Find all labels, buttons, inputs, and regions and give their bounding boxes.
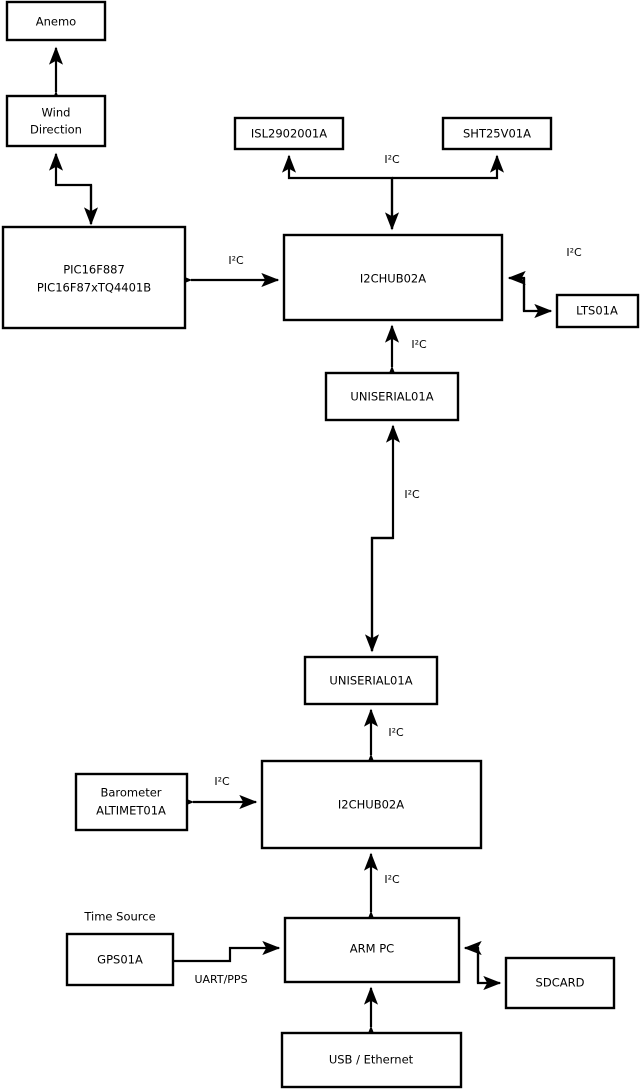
- edge-labels-layer: I²C I²C I²C I²C I²C I²C I²C I²C UART/PPS: [194, 153, 582, 986]
- edge-label-hub-lts: I²C: [566, 246, 582, 259]
- edge-armpc-to-sdcard: [476, 948, 502, 991]
- node-isl2902001a-label: ISL2902001A: [251, 127, 327, 141]
- node-i2chub02a-top-label: I2CHUB02A: [360, 272, 426, 286]
- node-uniserial01a-bottom-label: UNISERIAL01A: [329, 674, 412, 688]
- node-uniserial01a-bottom[interactable]: UNISERIAL01A: [303, 655, 439, 706]
- edge-sdcard-to-armpc: [463, 940, 482, 983]
- node-gps01a[interactable]: GPS01A: [65, 932, 175, 987]
- node-wind-direction-label: Wind: [42, 106, 71, 120]
- edge-hub-to-lts: [522, 278, 553, 319]
- node-pic-label: PIC16F887: [63, 263, 125, 277]
- node-barometer-label2: ALTIMET01A: [96, 804, 166, 818]
- node-lts01a[interactable]: LTS01A: [555, 293, 640, 329]
- edge-uniserial-link-down: [364, 536, 393, 653]
- edge-label-pic-hub: I²C: [228, 254, 244, 267]
- node-anemo-label: Anemo: [36, 15, 76, 29]
- node-i2chub02a-bottom-label: I2CHUB02A: [338, 798, 404, 812]
- node-lts01a-label: LTS01A: [576, 304, 618, 318]
- edge-lts-to-hub: [507, 270, 526, 311]
- edge-hub-sensorbus: [281, 154, 394, 229]
- node-sdcard[interactable]: SDCARD: [504, 956, 616, 1010]
- edge-label-gps-armpc: UART/PPS: [194, 973, 247, 986]
- node-sht25v01a[interactable]: SHT25V01A: [441, 116, 553, 151]
- node-pic-microcontroller[interactable]: PIC16F887 PIC16F87xTQ4401B: [1, 225, 187, 330]
- node-pic-label2: PIC16F87xTQ4401B: [37, 281, 151, 295]
- node-barometer[interactable]: Barometer ALTIMET01A: [74, 772, 189, 832]
- edge-hub-sensorbus-right: [392, 154, 505, 180]
- node-sdcard-label: SDCARD: [536, 976, 585, 990]
- label-time-source: Time Source: [83, 910, 155, 924]
- edge-label-hub-armpc: I²C: [384, 873, 400, 886]
- node-gps01a-label: GPS01A: [97, 953, 143, 967]
- edge-label-barometer-hub: I²C: [214, 775, 230, 788]
- edge-label-uniserial-link: I²C: [404, 488, 420, 501]
- node-arm-pc-label: ARM PC: [350, 942, 394, 956]
- edge-label-hub-uniserial: I²C: [411, 338, 427, 351]
- node-i2chub02a-top[interactable]: I2CHUB02A: [282, 233, 504, 322]
- edge-label-uniserial-hub-bottom: I²C: [388, 726, 404, 739]
- node-usb-ethernet[interactable]: USB / Ethernet: [280, 1031, 463, 1089]
- node-uniserial01a-top[interactable]: UNISERIAL01A: [324, 371, 460, 422]
- node-uniserial01a-top-label: UNISERIAL01A: [350, 390, 433, 404]
- node-sht25v01a-label: SHT25V01A: [463, 127, 531, 141]
- edge-pic-wind: [48, 152, 93, 224]
- node-anemo[interactable]: Anemo: [5, 0, 107, 42]
- edge-label-hub-sensors: I²C: [384, 153, 400, 166]
- node-wind-direction[interactable]: Wind Direction: [5, 94, 107, 148]
- node-barometer-label: Barometer: [100, 786, 161, 800]
- connections-layer: [48, 46, 553, 1044]
- node-wind-direction-label2: Direction: [30, 123, 82, 137]
- node-isl2902001a[interactable]: ISL2902001A: [233, 116, 345, 151]
- node-usb-ethernet-label: USB / Ethernet: [329, 1053, 414, 1067]
- node-i2chub02a-bottom[interactable]: I2CHUB02A: [260, 759, 483, 850]
- free-labels-layer: Time Source: [83, 910, 155, 924]
- edge-gps-armpc: [173, 940, 281, 963]
- node-arm-pc[interactable]: ARM PC: [283, 916, 461, 984]
